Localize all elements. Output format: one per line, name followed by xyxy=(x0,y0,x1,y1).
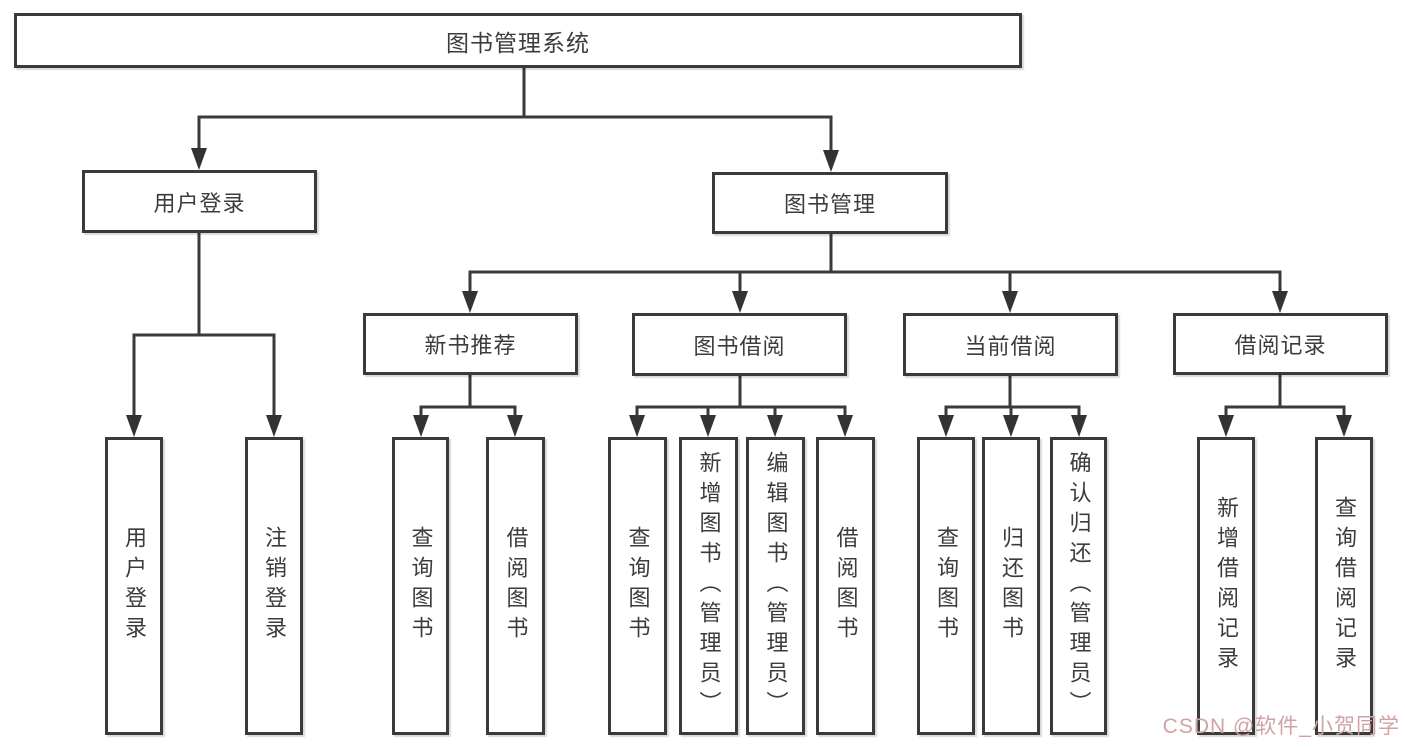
arrowhead xyxy=(938,415,954,437)
leaf-return-books: 归还图书 xyxy=(982,437,1040,735)
node-book-borrow: 图书借阅 xyxy=(632,313,847,376)
arrowhead xyxy=(191,148,207,170)
arrowhead xyxy=(629,415,645,437)
connector-borrow-record xyxy=(1218,373,1352,437)
leaf-query-books-borrow: 查询图书 xyxy=(608,437,667,735)
arrowhead xyxy=(1003,415,1019,437)
arrowhead xyxy=(1336,415,1352,437)
leaf-user-login: 用户登录 xyxy=(105,437,163,735)
arrowhead xyxy=(1272,291,1288,313)
arrowhead xyxy=(507,415,523,437)
connector-current-borrow xyxy=(938,374,1087,437)
leaf-add-books-admin: 新增图书（管理员） xyxy=(679,437,738,735)
leaf-borrow-books: 借阅图书 xyxy=(816,437,875,735)
arrowhead xyxy=(1002,291,1018,313)
connector-root xyxy=(191,66,839,172)
arrowhead xyxy=(413,415,429,437)
leaf-add-borrow-record: 新增借阅记录 xyxy=(1197,437,1255,735)
arrowhead xyxy=(837,415,853,437)
arrowhead xyxy=(732,291,748,313)
arrowhead xyxy=(266,415,282,437)
arrowhead xyxy=(823,150,839,172)
connector-book-borrow xyxy=(629,374,853,437)
arrowhead xyxy=(1218,415,1234,437)
arrowhead xyxy=(462,291,478,313)
leaf-logout: 注销登录 xyxy=(245,437,303,735)
node-current-borrow: 当前借阅 xyxy=(903,313,1118,376)
leaf-query-books-recommend: 查询图书 xyxy=(392,437,449,735)
leaf-query-books-current: 查询图书 xyxy=(917,437,975,735)
leaf-query-borrow-record: 查询借阅记录 xyxy=(1315,437,1373,735)
leaf-confirm-return-admin: 确认归还（管理员） xyxy=(1050,437,1107,735)
node-user-login: 用户登录 xyxy=(82,170,317,233)
connector-book-mgmt xyxy=(462,232,1288,313)
leaf-borrow-books-recommend: 借阅图书 xyxy=(486,437,545,735)
connector-new-book xyxy=(413,373,523,437)
arrowhead xyxy=(767,415,783,437)
leaf-edit-books-admin: 编辑图书（管理员） xyxy=(746,437,805,735)
arrowhead xyxy=(1071,415,1087,437)
node-root-system: 图书管理系统 xyxy=(14,13,1022,68)
connector-user-login xyxy=(126,231,282,437)
arrowhead xyxy=(700,415,716,437)
csdn-watermark: CSDN @软件_小贺同学 xyxy=(1162,715,1400,738)
arrowhead xyxy=(126,415,142,437)
node-book-management: 图书管理 xyxy=(712,172,948,234)
node-new-book-recommend: 新书推荐 xyxy=(363,313,578,375)
node-borrow-record: 借阅记录 xyxy=(1173,313,1388,375)
